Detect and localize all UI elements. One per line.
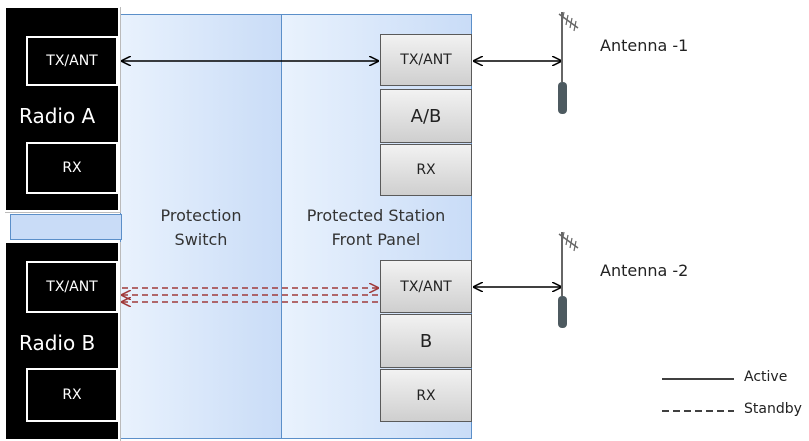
radio-a-rx-port[interactable]: RX xyxy=(26,142,118,194)
protection-switch-label: Protection Switch xyxy=(160,206,242,249)
antenna-1-label: Antenna -1 xyxy=(600,36,689,55)
station-port-rx-2[interactable]: RX xyxy=(380,369,472,422)
antenna-2-icon xyxy=(558,231,579,328)
protection-switch-panel xyxy=(120,14,282,439)
radio-b-rx-port[interactable]: RX xyxy=(26,368,118,422)
station-port-rx-1[interactable]: RX xyxy=(380,144,472,196)
antenna-1-icon xyxy=(558,11,579,114)
station-panel-label: Protected Station Front Panel xyxy=(306,206,446,249)
radio-a-title: Radio A xyxy=(19,104,96,128)
radio-a-tx-port[interactable]: TX/ANT xyxy=(26,36,118,86)
antenna-2-label: Antenna -2 xyxy=(600,261,689,280)
station-port-txant-2[interactable]: TX/ANT xyxy=(380,260,472,313)
station-port-b[interactable]: B xyxy=(380,314,472,368)
radio-b-title: Radio B xyxy=(19,331,96,355)
station-port-ab[interactable]: A/B xyxy=(380,89,472,143)
panel-strip xyxy=(10,214,122,240)
station-port-txant-1[interactable]: TX/ANT xyxy=(380,34,472,86)
legend-active-label: Active xyxy=(744,369,788,385)
legend-standby-label: Standby xyxy=(744,401,802,417)
radio-b-tx-port[interactable]: TX/ANT xyxy=(26,261,118,313)
